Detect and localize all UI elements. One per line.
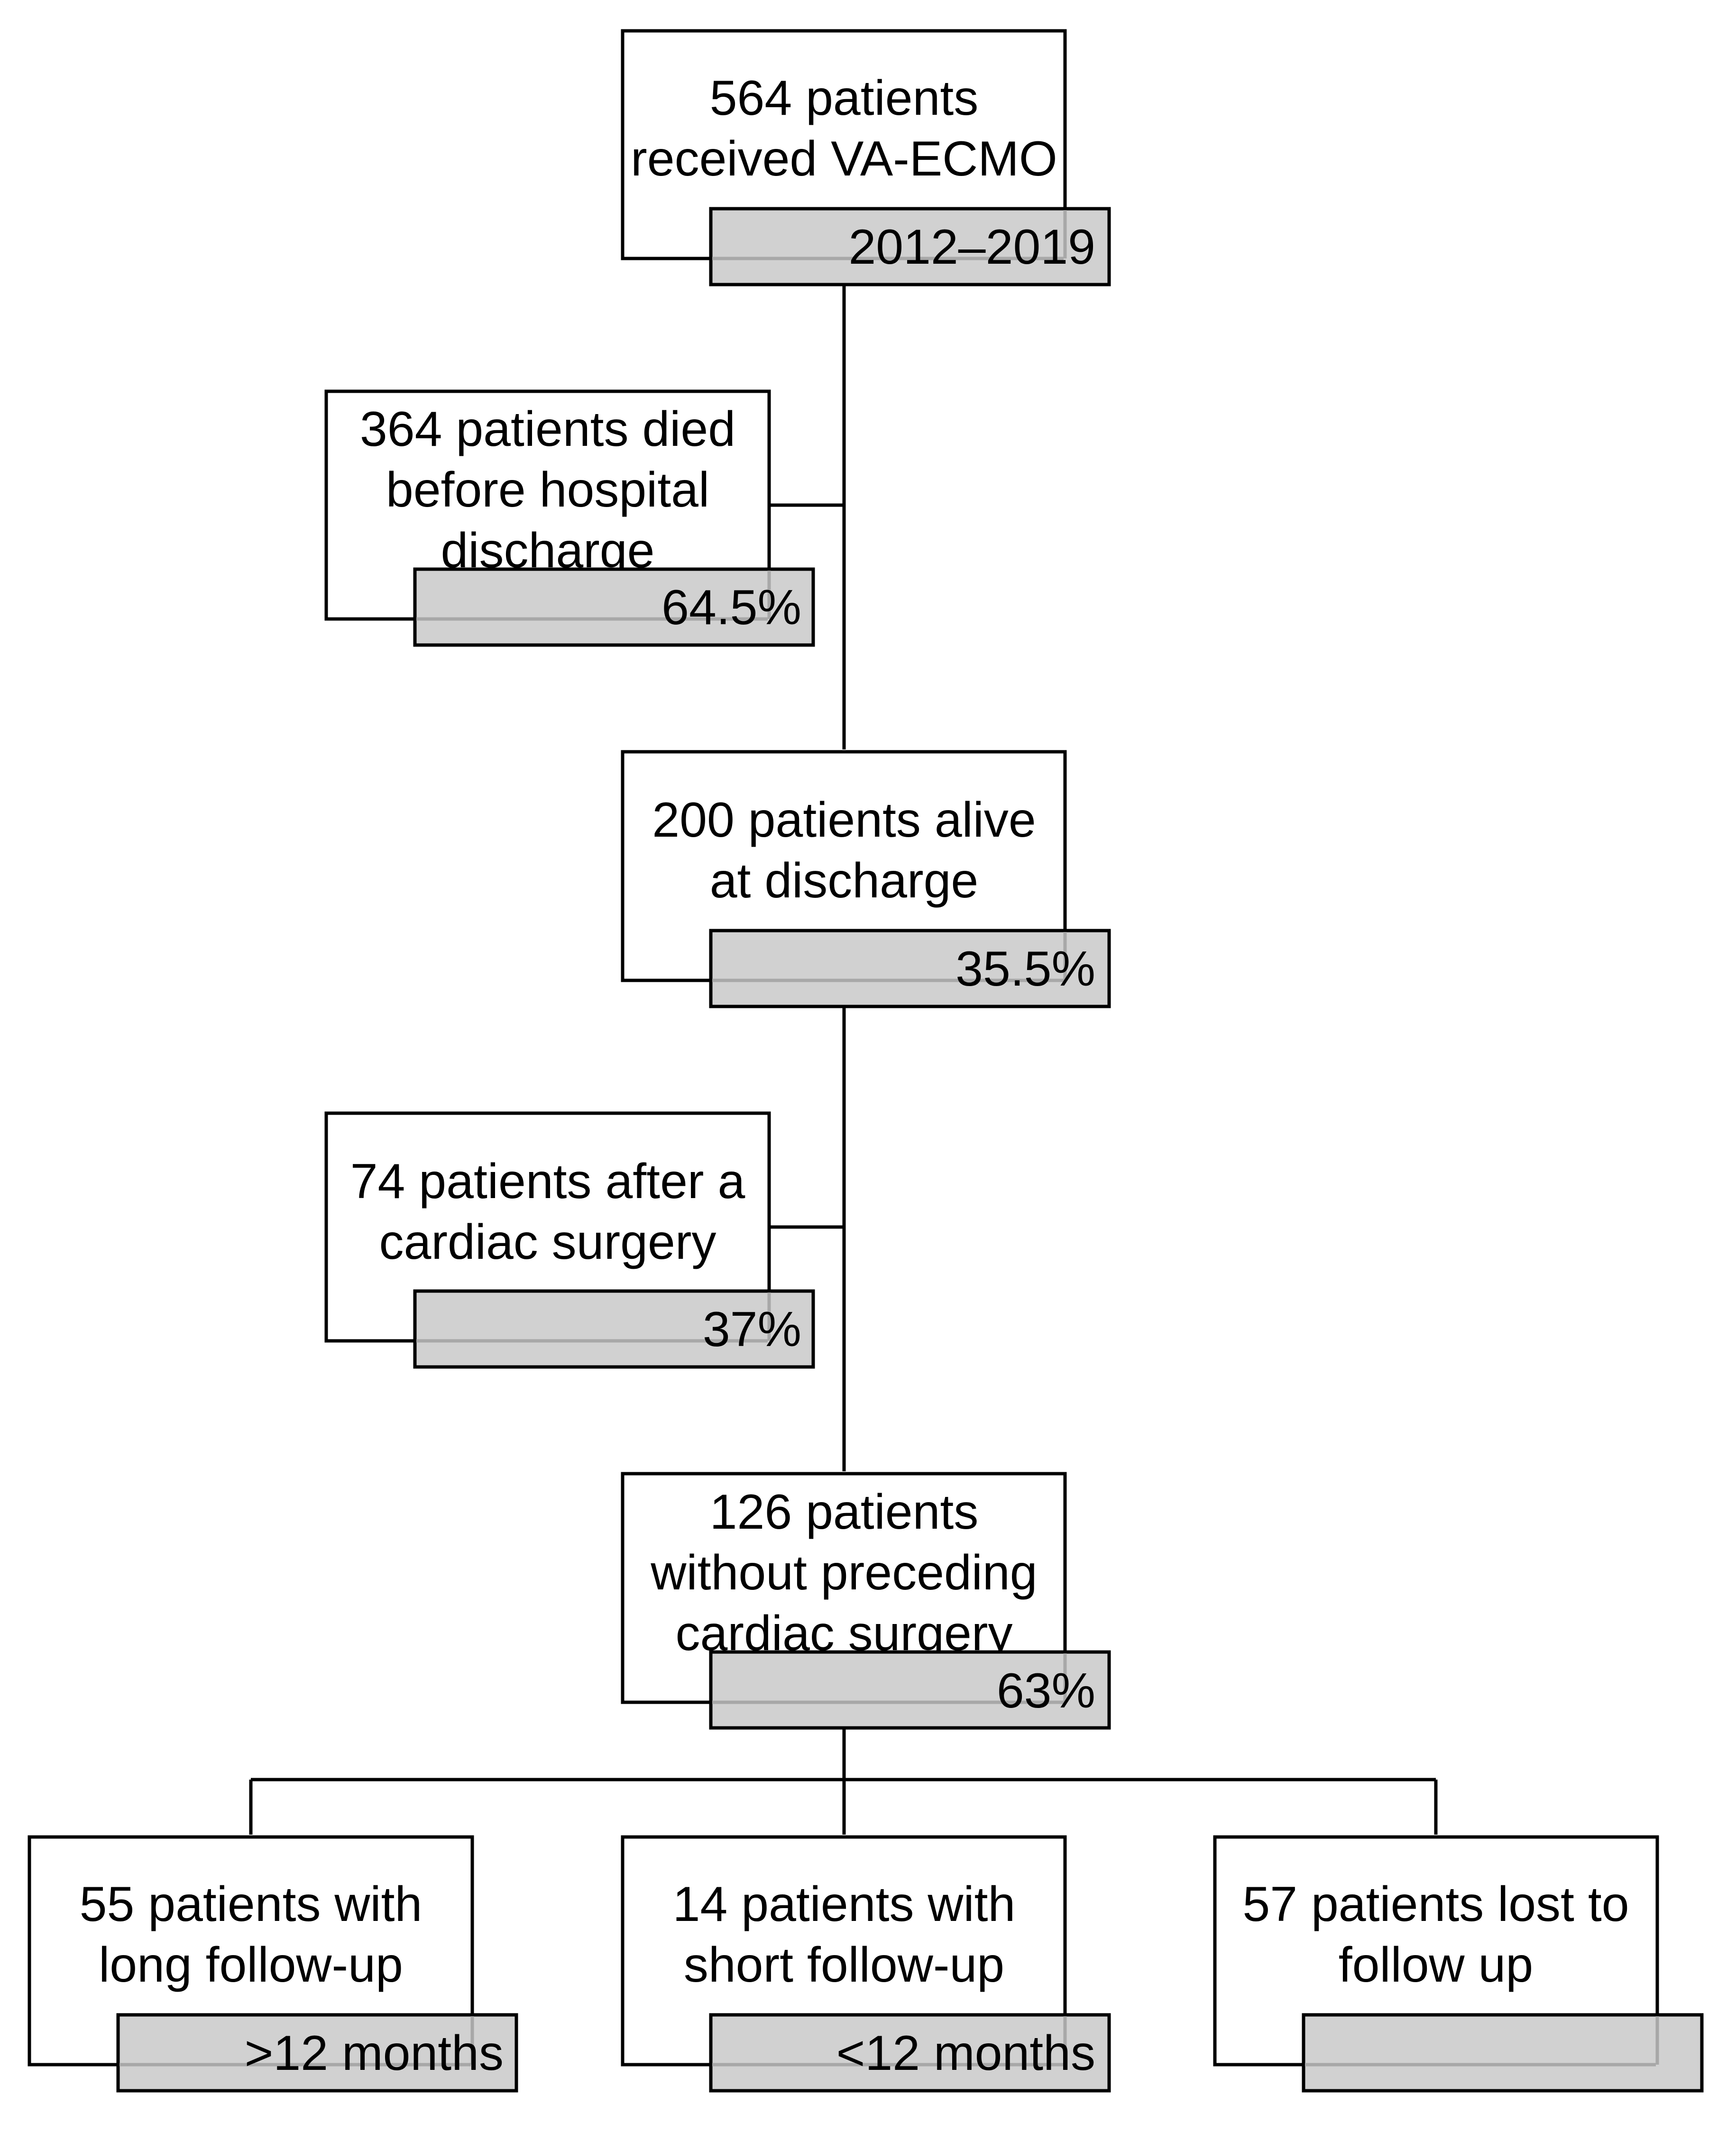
node-long-follow-up-overlap — [119, 2016, 474, 2067]
node-start-tag-text: 2012–2019 — [848, 220, 1095, 275]
node-lost-tag — [1302, 2013, 1704, 2093]
node-start-line-2: received VA-ECMO — [631, 131, 1057, 186]
node-cardiac-surgery-overlap — [416, 1292, 771, 1343]
node-long-follow-up-line-1: 55 patients with — [80, 1877, 423, 1932]
node-start-tag — [709, 207, 1111, 286]
node-long-follow-up-line-2: long follow-up — [99, 1938, 403, 1993]
node-start-overlap — [712, 210, 1067, 260]
node-no-surgery-line-2: without preceding — [650, 1545, 1037, 1600]
node-long-follow-up-tag-text: >12 months — [245, 2026, 504, 2081]
node-died-overlap — [416, 571, 771, 621]
node-died-line-2: before hospital — [386, 462, 709, 517]
node-died-tag — [413, 567, 815, 647]
node-long-follow-up: 55 patients with long follow-up >12 mont… — [28, 1835, 518, 2093]
node-alive-line-2: at discharge — [710, 853, 979, 908]
node-alive-tag — [709, 929, 1111, 1008]
node-no-surgery-tag — [709, 1650, 1111, 1730]
connectors — [249, 285, 1438, 1835]
node-alive-overlap — [712, 932, 1067, 982]
node-short-follow-up-line-2: short follow-up — [684, 1938, 1004, 1993]
node-lost-line-2: follow up — [1339, 1938, 1533, 1993]
node-cardiac-surgery-tag — [413, 1289, 815, 1369]
node-cardiac-surgery-line-2: cardiac surgery — [379, 1215, 716, 1270]
node-alive-tag-text: 35.5% — [955, 941, 1095, 997]
node-short-follow-up: 14 patients with short follow-up <12 mon… — [621, 1835, 1111, 2093]
node-lost: 57 patients lost to follow up — [1213, 1835, 1704, 2093]
node-no-surgery-line-1: 126 patients — [710, 1485, 979, 1540]
node-died-line-1: 364 patients died — [360, 402, 735, 457]
node-cardiac-surgery: 74 patients after a cardiac surgery 37% — [324, 1111, 815, 1369]
node-no-surgery-overlap — [712, 1653, 1067, 1704]
node-no-surgery-tag-text: 63% — [997, 1663, 1095, 1718]
node-cardiac-surgery-tag-text: 37% — [703, 1302, 801, 1357]
node-alive-line-1: 200 patients alive — [652, 793, 1036, 848]
node-short-follow-up-overlap — [712, 2016, 1067, 2067]
node-lost-overlap — [1305, 2016, 1659, 2067]
node-alive: 200 patients alive at discharge 35.5% — [621, 750, 1111, 1008]
node-died-tag-text: 64.5% — [661, 580, 801, 635]
node-cardiac-surgery-line-1: 74 patients after a — [350, 1154, 745, 1209]
node-long-follow-up-tag — [116, 2013, 518, 2093]
node-short-follow-up-line-1: 14 patients with — [673, 1877, 1016, 1932]
node-short-follow-up-tag-text: <12 months — [836, 2026, 1095, 2081]
node-died: 364 patients died before hospital discha… — [324, 389, 815, 647]
node-start: 564 patients received VA-ECMO 2012–2019 — [621, 29, 1111, 286]
node-lost-line-1: 57 patients lost to — [1242, 1877, 1629, 1932]
node-start-line-1: 564 patients — [710, 71, 979, 126]
node-no-surgery: 126 patients without preceding cardiac s… — [621, 1472, 1111, 1730]
node-short-follow-up-tag — [709, 2013, 1111, 2093]
